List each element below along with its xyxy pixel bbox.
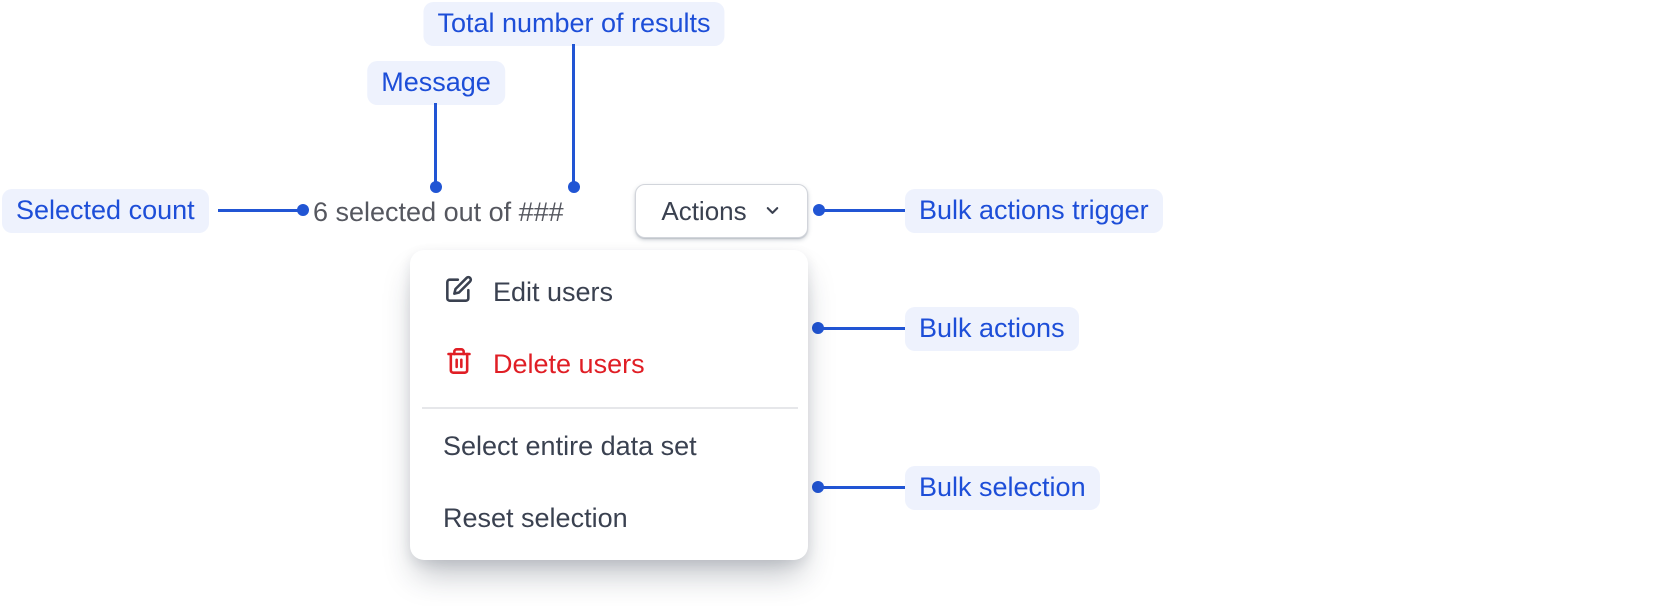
annotation-label-message: Message [367,61,505,105]
selection-count-message: 6 selected out of ### [313,197,564,227]
menu-item-edit-users[interactable]: Edit users [410,270,808,314]
trash-icon [445,347,473,382]
connector-dot-bulk-actions-trigger [813,204,825,216]
annotation-label-bulk-actions: Bulk actions [905,307,1079,351]
connector-dot-bulk-actions [812,322,824,334]
bulk-actions-trigger-button[interactable]: Actions [635,184,808,238]
connector-dot-message [430,181,442,193]
connector-line-message [434,103,437,183]
annotation-label-selected-count: Selected count [2,189,209,233]
chevron-down-icon [763,196,782,227]
connector-line-bulk-actions [822,327,905,330]
connector-line-total-results [572,44,575,183]
bulk-actions-menu: Edit users Delete users Select entire da… [410,250,808,560]
menu-item-reset-selection[interactable]: Reset selection [410,496,808,540]
annotation-label-bulk-selection: Bulk selection [905,466,1100,510]
menu-divider [422,407,798,409]
menu-item-label: Edit users [493,276,614,307]
menu-item-label: Delete users [493,348,645,379]
connector-dot-total-results [568,181,580,193]
annotation-label-bulk-actions-trigger: Bulk actions trigger [905,189,1163,233]
menu-item-label: Reset selection [443,502,628,533]
annotation-label-total-number-of-results: Total number of results [423,2,725,46]
connector-dot-bulk-selection [812,481,824,493]
connector-line-bulk-actions-trigger [823,209,905,212]
edit-icon [445,275,473,310]
connector-line-bulk-selection [822,486,905,489]
connector-dot-selected-count [297,204,309,216]
menu-item-delete-users[interactable]: Delete users [410,342,808,386]
menu-item-label: Select entire data set [443,430,697,461]
actions-button-label: Actions [661,195,747,226]
connector-line-selected-count [218,209,299,212]
menu-item-select-entire-data-set[interactable]: Select entire data set [410,424,808,468]
